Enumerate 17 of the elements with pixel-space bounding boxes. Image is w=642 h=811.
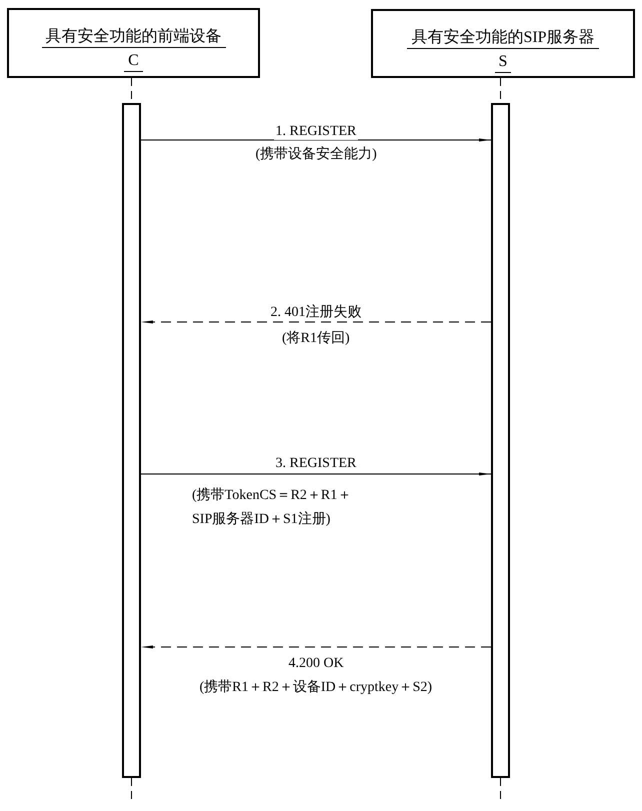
participant-name: 具有安全功能的SIP服务器 [407,29,599,49]
message-note: (将R1传回) [280,331,352,347]
activation-bar [122,103,141,778]
message-note: (携带设备安全能力) [254,147,379,163]
activation-bar [491,103,510,778]
participant-name: 具有安全功能的前端设备 [42,28,226,48]
participant-letter: C [124,52,143,72]
message-arrow [140,138,492,142]
message-label: 1. REGISTER [274,124,358,140]
message-note: (携带R1＋R2＋设备ID＋cryptkey＋S2) [198,680,434,696]
message-label: 2. 401注册失败 [268,305,364,321]
message-arrow [140,646,492,648]
participant-letter: S [494,53,512,73]
message-arrow [140,320,492,324]
message-arrow [140,472,492,476]
participant-box [7,8,260,78]
participant-box [371,9,635,78]
